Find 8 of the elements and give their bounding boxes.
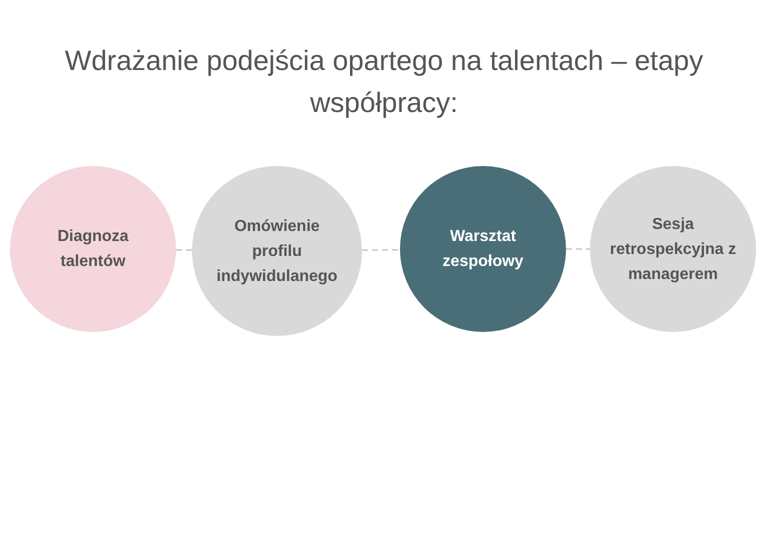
- stage-label: Diagnoza talentów: [56, 227, 130, 272]
- dashed-connector: [566, 248, 590, 250]
- dashed-connector: [362, 249, 400, 251]
- title: Wdrażanie podejścia opartego na talentach – etapy współpracy:: [64, 44, 704, 120]
- dashed-connector: [176, 249, 192, 251]
- stage-label: Warsztat zespołowy: [442, 227, 524, 272]
- stage-label: Sesja retrospekcyjna z managerem: [608, 214, 738, 284]
- stage-label: Omówienie profilu indywidulanego: [216, 216, 338, 286]
